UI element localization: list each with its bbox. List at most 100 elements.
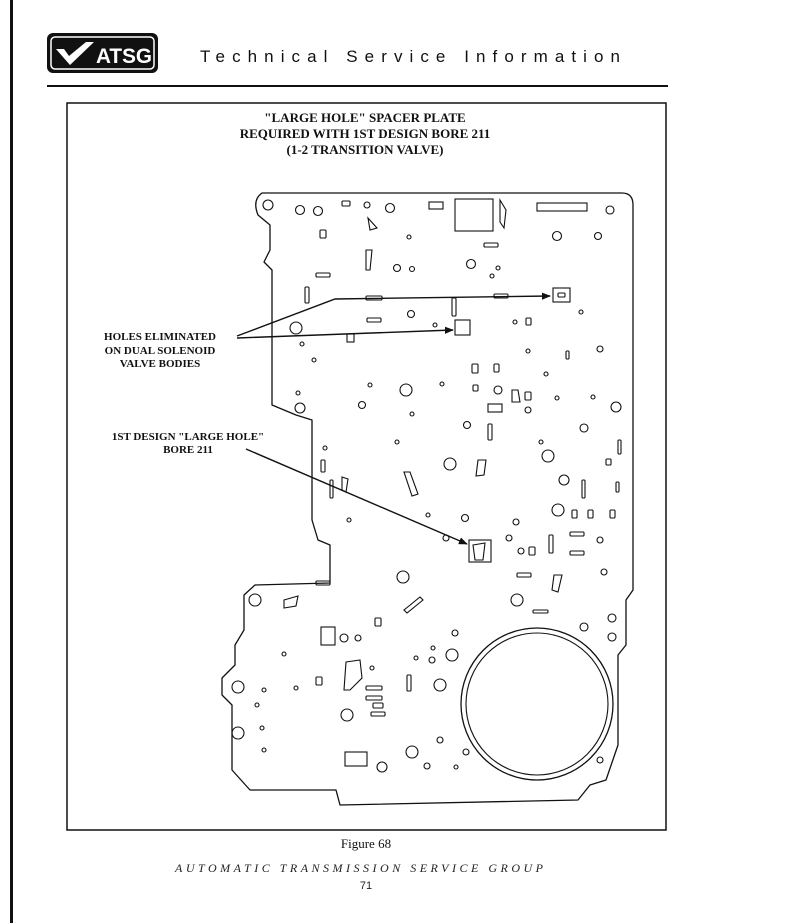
plate-hole [289, 321, 303, 335]
plate-hole [590, 394, 596, 400]
spacer-plate-outline [221, 192, 634, 806]
callout-target-square [468, 539, 492, 563]
plate-hole [499, 198, 507, 230]
plate-hole [541, 449, 555, 463]
plate-hole [462, 420, 472, 430]
plate-hole [423, 762, 431, 770]
plate-hole [607, 632, 617, 642]
plate-hole [554, 395, 560, 401]
plate-hole [365, 685, 383, 691]
plate-hole [261, 747, 267, 753]
plate-hole [354, 634, 362, 642]
bore-circle-inner [465, 632, 609, 776]
plate-hole [511, 389, 521, 403]
plate-hole [365, 249, 373, 271]
plate-hole [525, 317, 532, 326]
plate-hole [403, 471, 419, 497]
plate-hole [465, 258, 477, 270]
plate-hole [399, 383, 413, 397]
plate-hole [344, 751, 368, 767]
plate-hole [557, 292, 566, 298]
plate-hole [445, 648, 459, 662]
figure-title-line-3: (1-2 TRANSITION VALVE) [286, 142, 443, 157]
plate-hole [346, 333, 355, 343]
plate-hole [512, 518, 520, 526]
plate-hole [516, 572, 532, 578]
callout-text-line: VALVE BODIES [120, 358, 200, 370]
plate-hole [536, 202, 588, 212]
plate-hole [579, 423, 589, 433]
plate-hole [432, 322, 438, 328]
plate-hole [357, 400, 367, 410]
plate-hole [320, 626, 336, 646]
plate-hole [340, 708, 354, 722]
plate-hole [299, 341, 305, 347]
plate-hole [384, 202, 396, 214]
logo-check-icon [56, 42, 94, 65]
plate-hole [312, 205, 324, 217]
plate-hole [341, 200, 351, 207]
plate-hole [283, 595, 299, 609]
bore-circle-outer [460, 627, 614, 781]
plate-hole [617, 439, 622, 455]
plate-hole [579, 622, 589, 632]
plate-hole [406, 674, 412, 692]
plate-hole [315, 580, 331, 586]
plate-hole [551, 574, 563, 593]
plate-hole [372, 702, 384, 709]
plate-hole [366, 317, 382, 323]
plate-hole [262, 199, 274, 211]
plate-hole [462, 748, 470, 756]
plate-hole [487, 423, 493, 441]
figure-frame [66, 102, 667, 831]
plate-hole [433, 678, 447, 692]
plate-hole [596, 345, 604, 353]
figure-caption: Figure 68 [341, 836, 391, 851]
plate-hole [487, 403, 503, 413]
plate-hole [248, 593, 262, 607]
plate-hole [600, 568, 608, 576]
plate-hole [341, 476, 349, 493]
plate-hole [370, 711, 386, 717]
plate-hole [295, 390, 301, 396]
plate-hole [408, 265, 416, 273]
plate-hole [451, 629, 459, 637]
plate-hole [406, 234, 412, 240]
plate-hole [451, 297, 457, 317]
plate-hole [428, 201, 444, 210]
header-title: Technical Service Information [200, 47, 620, 66]
plate-hole [454, 198, 494, 232]
plate-hole [558, 474, 570, 486]
plate-hole [609, 509, 616, 519]
plate-hole [439, 381, 445, 387]
plate-hole [453, 764, 459, 770]
plate-hole [512, 319, 518, 325]
callout-arrow [236, 326, 454, 339]
plate-hole [493, 363, 500, 373]
plate-hole [443, 457, 457, 471]
plate-hole [367, 216, 378, 231]
plate-hole [472, 542, 486, 561]
plate-hole [548, 534, 554, 554]
plate-hole [483, 242, 499, 248]
callout-target-square [454, 319, 471, 336]
plate-hole [406, 309, 416, 319]
plate-hole [367, 382, 373, 388]
plate-hole [320, 459, 326, 473]
page-number: 71 [360, 880, 372, 892]
plate-hole [329, 479, 334, 499]
plate-hole [294, 402, 306, 414]
plate-hole [569, 531, 585, 537]
plate-hole [605, 205, 615, 215]
plate-hole [311, 357, 317, 363]
plate-hole [425, 512, 431, 518]
plate-hole [376, 761, 388, 773]
plate-hole [343, 659, 363, 691]
plate-hole [281, 651, 287, 657]
plate-hole [409, 411, 415, 417]
plate-hole [596, 536, 604, 544]
callout-target-square [552, 287, 571, 303]
plate-hole [322, 445, 328, 451]
plate-hole [319, 229, 327, 239]
plate-hole [261, 687, 267, 693]
